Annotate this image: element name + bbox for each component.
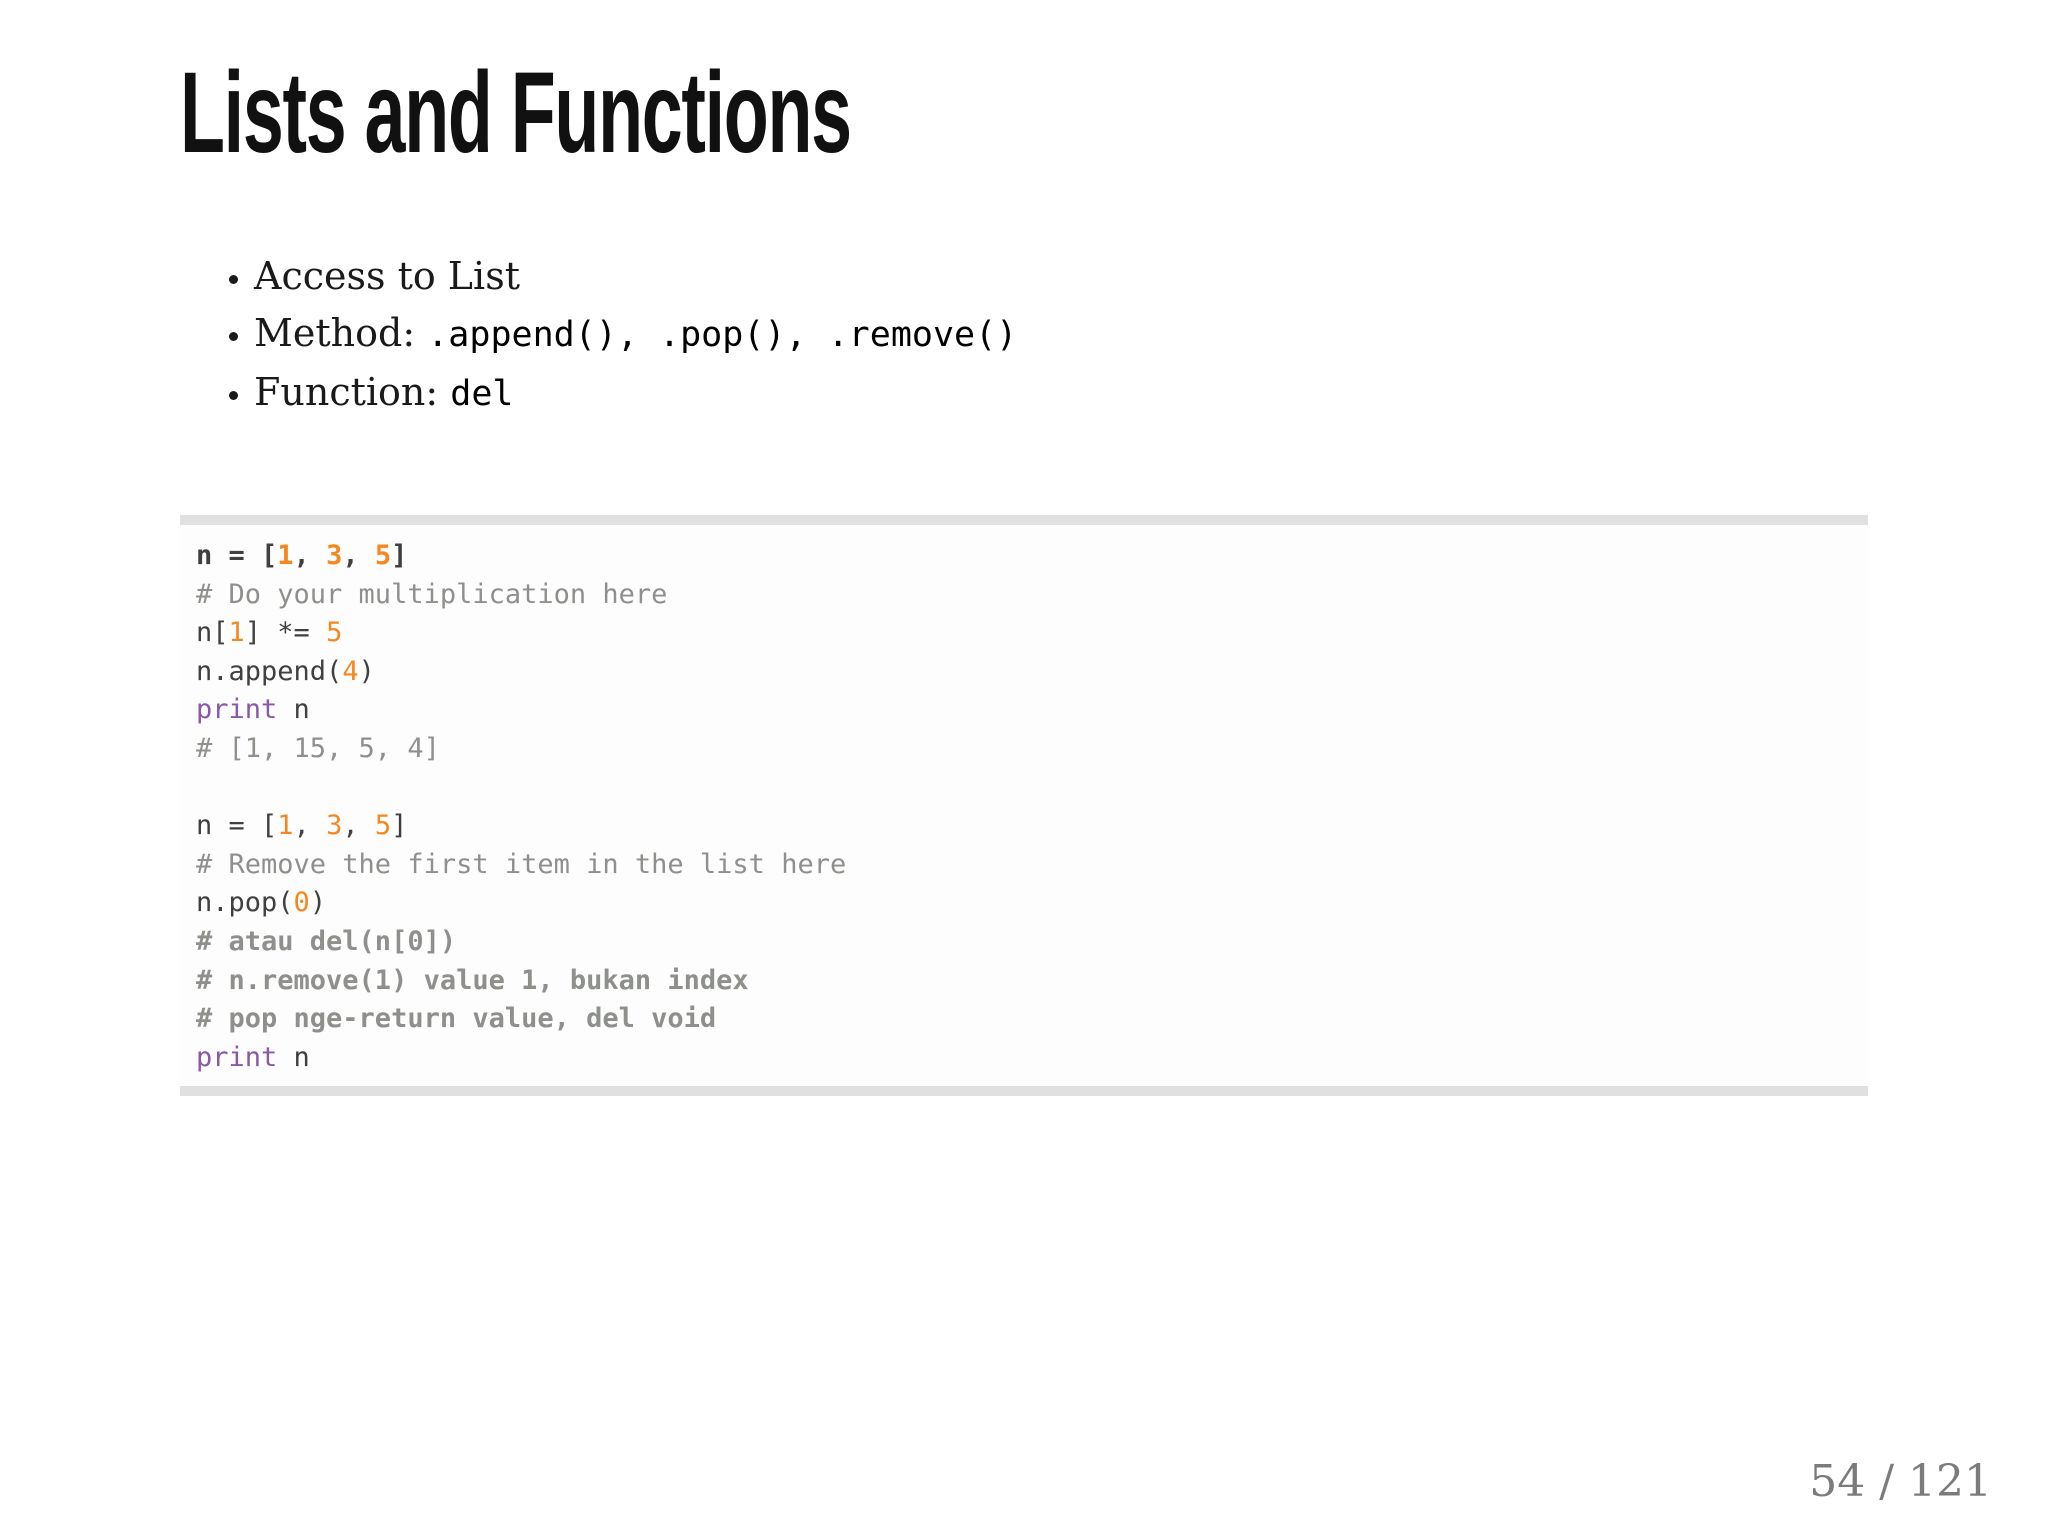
code-line: n.append(4) <box>196 653 1852 692</box>
list-item: Function: del <box>254 364 1017 423</box>
code-line: n[1] *= 5 <box>196 614 1852 653</box>
code-token-plain: , <box>293 540 327 571</box>
code-token-keyword: print <box>196 1041 278 1073</box>
code-block: n = [1, 3, 5]# Do your multiplication he… <box>180 515 1868 1097</box>
code-token-comment: # Remove the first item in the list here <box>196 848 847 880</box>
code-line: # n.remove(1) value 1, bukan index <box>196 962 1852 1001</box>
code-token-number: 0 <box>293 887 310 919</box>
code-token-plain: ) <box>309 887 327 919</box>
code-token-plain: , <box>293 810 327 842</box>
code-line <box>196 769 1852 808</box>
code-token-number: 5 <box>326 617 343 649</box>
inline-code: del <box>450 374 514 414</box>
code-line: print n <box>196 691 1852 730</box>
code-token-number: 3 <box>326 540 343 571</box>
code-token-comment: # [1, 15, 5, 4] <box>196 732 440 764</box>
code-token-plain: , <box>342 810 375 842</box>
code-line: n = [1, 3, 5] <box>196 807 1852 846</box>
code-token-number: 5 <box>374 810 392 842</box>
code-token-keyword: print <box>196 694 278 726</box>
code-token-number: 5 <box>374 540 392 571</box>
list-item-text: Function: <box>254 370 451 414</box>
code-token-plain: n <box>277 1041 310 1073</box>
code-line: n.pop(0) <box>196 884 1852 923</box>
list-item: Method: .append(), .pop(), .remove() <box>254 305 1017 364</box>
code-token-plain: ] <box>391 810 408 842</box>
code-token-number: 1 <box>277 810 294 842</box>
code-line: # atau del(n[0]) <box>196 923 1852 962</box>
code-line: # pop nge-return value, del void <box>196 1000 1852 1039</box>
code-token-number: 3 <box>326 810 343 842</box>
slide-title: Lists and Functions <box>180 49 852 177</box>
code-line: print n <box>196 1039 1852 1078</box>
code-token-plain: ] <box>391 540 408 571</box>
code-token-plain: ] *= <box>244 617 327 649</box>
code-token-number: 1 <box>228 617 245 649</box>
code-token-number: 1 <box>277 540 294 571</box>
code-line: n = [1, 3, 5] <box>196 537 1852 576</box>
code-token-plain: n = [ <box>196 810 278 842</box>
code-token-comment: # pop nge-return value, del void <box>196 1003 717 1035</box>
list-item-text: Access to List <box>254 254 520 298</box>
code-token-plain: n.append( <box>196 655 343 687</box>
code-token-number: 4 <box>342 655 359 687</box>
code-token-plain: n = [ <box>196 540 278 571</box>
list-item-text: Method: <box>254 311 428 355</box>
code-token-comment: # atau del(n[0]) <box>196 925 457 957</box>
bullet-list: Access to ListMethod: .append(), .pop(),… <box>212 248 1017 423</box>
inline-code: .append(), .pop(), .remove() <box>427 315 1018 355</box>
page-number: 54 / 121 <box>1809 1456 1992 1507</box>
code-token-plain: n.pop( <box>196 887 294 919</box>
code-line: # Do your multiplication here <box>196 576 1852 615</box>
code-token-plain: n <box>277 694 310 726</box>
code-line: # Remove the first item in the list here <box>196 846 1852 885</box>
code-line: # [1, 15, 5, 4] <box>196 730 1852 769</box>
code-token-plain: n[ <box>196 617 229 649</box>
list-item: Access to List <box>254 248 1017 305</box>
code-token-comment: # n.remove(1) value 1, bukan index <box>196 964 749 996</box>
code-token-plain: ) <box>358 655 375 687</box>
code-token-comment: # Do your multiplication here <box>196 578 668 610</box>
code-token-plain: , <box>342 540 375 571</box>
